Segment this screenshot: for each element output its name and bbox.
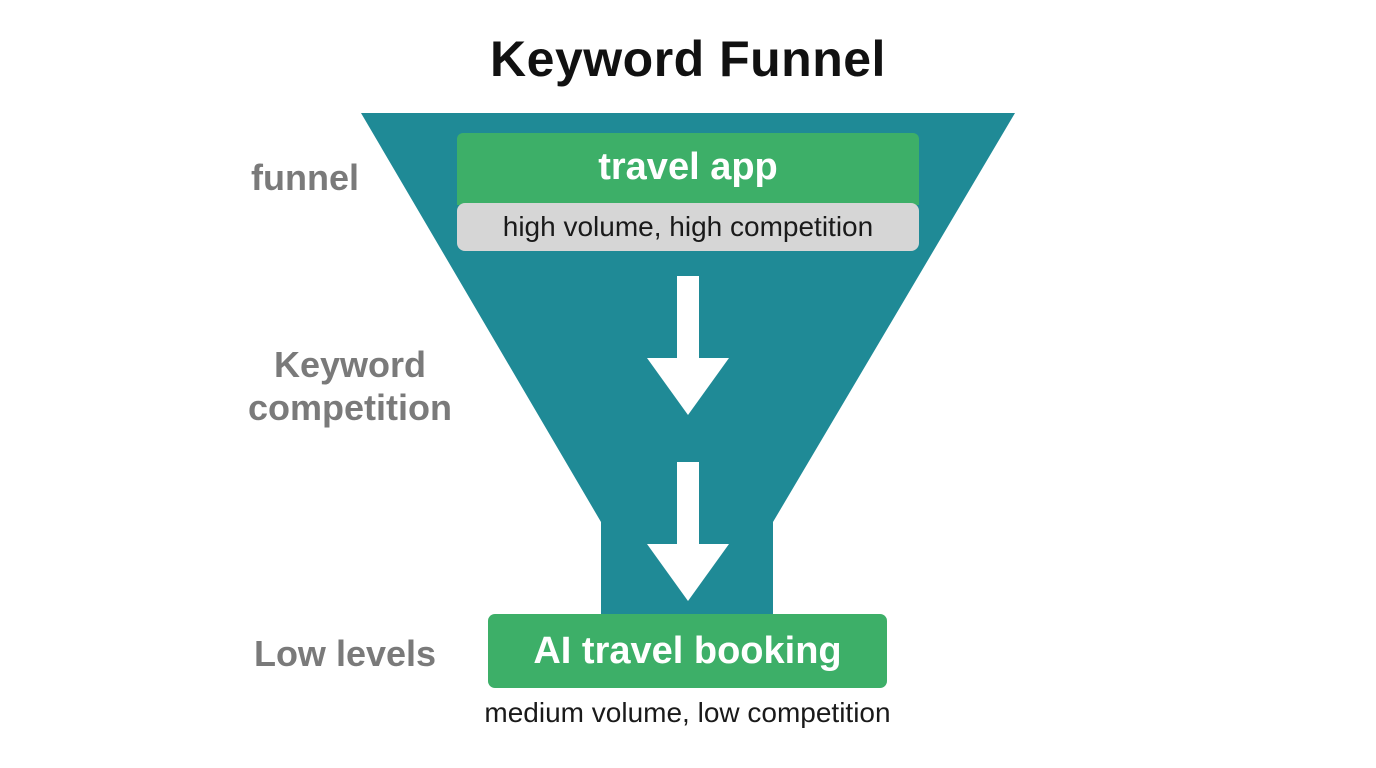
- down-arrow-icon: [647, 462, 729, 601]
- bottom-keyword-box: AI travel booking: [488, 614, 887, 688]
- low-levels-label: Low levels: [253, 633, 437, 674]
- bottom-keyword-meta: medium volume, low competition: [484, 697, 891, 728]
- keyword-competition-line2: competition: [248, 387, 452, 429]
- keyword-competition-line1: Keyword: [273, 344, 427, 385]
- funnel-label: funnel: [251, 157, 359, 198]
- down-arrow-icon: [647, 276, 729, 415]
- top-keyword-meta: high volume, high competition: [457, 203, 919, 251]
- page-title: Keyword Funnel: [490, 31, 886, 87]
- keyword-competition-label: Keyword competition: [210, 343, 490, 429]
- top-keyword-box: travel app: [457, 133, 919, 205]
